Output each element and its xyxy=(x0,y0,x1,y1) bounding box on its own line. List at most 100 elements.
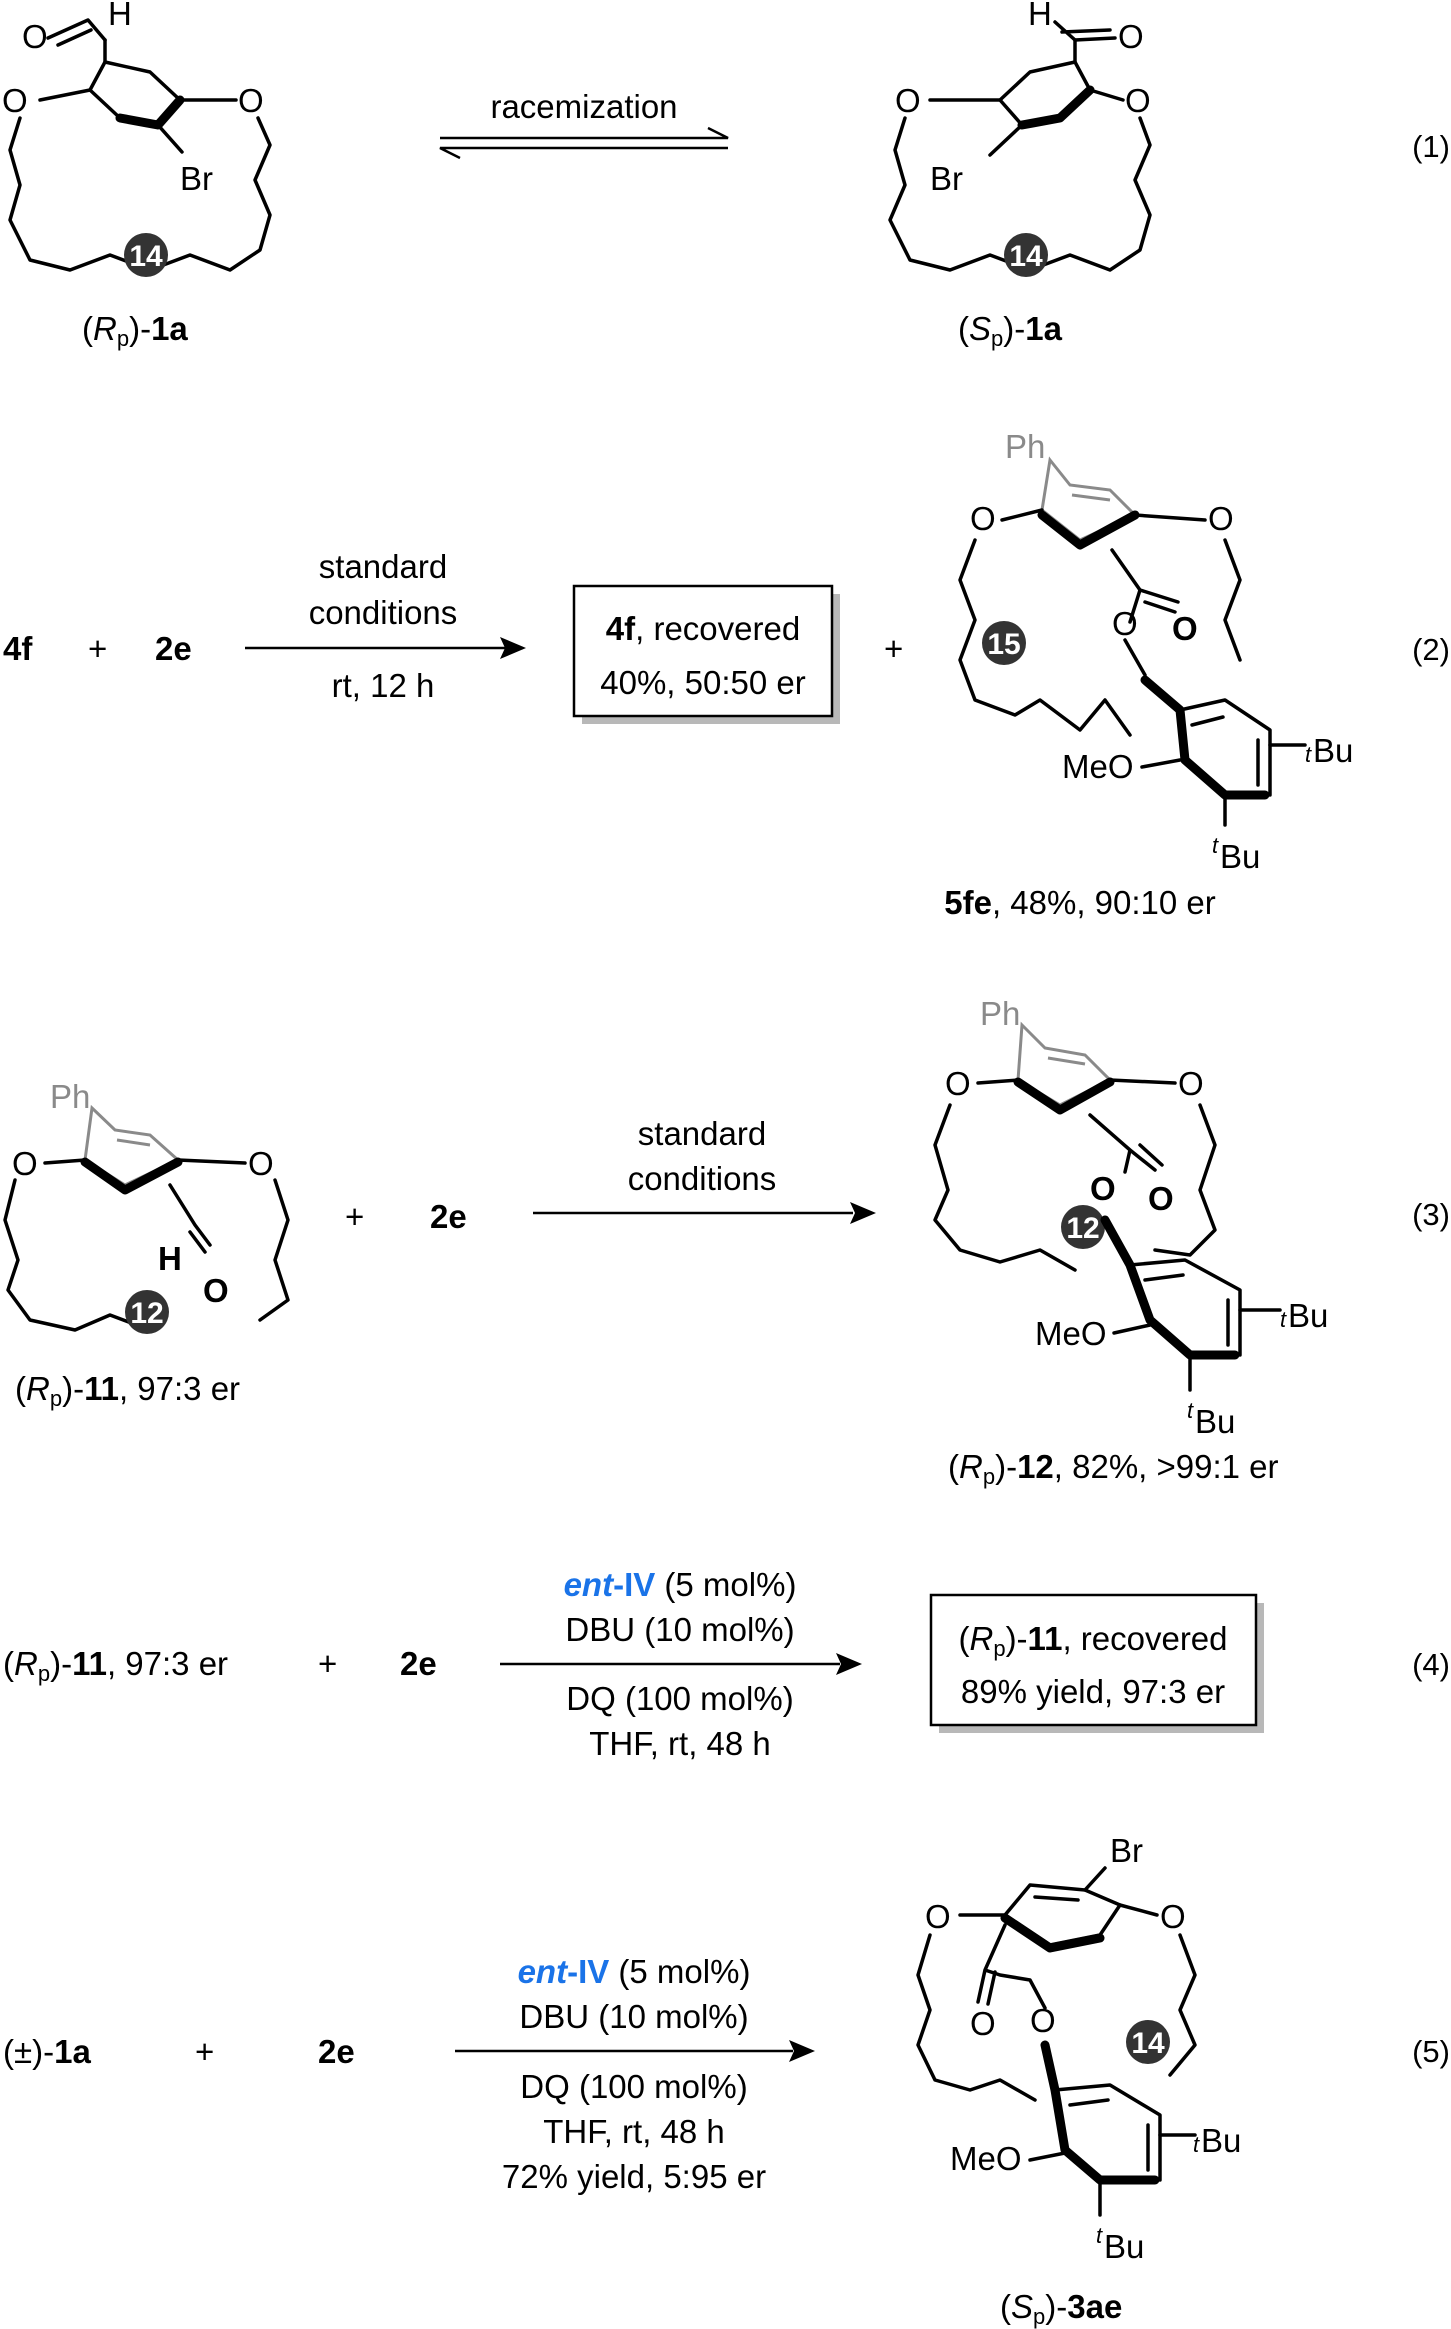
svg-text:DBU (10 mol%): DBU (10 mol%) xyxy=(565,1611,794,1648)
plus-sign: + xyxy=(318,1645,337,1682)
atom-o-right: O xyxy=(1178,1065,1204,1102)
ring-size-badge xyxy=(1126,2020,1170,2064)
molecule-rp-12: Ph O O O O 12 t Bu MeO t Bu (Rp)-12, 82%… xyxy=(933,995,1328,1489)
methoxy-label: MeO xyxy=(950,2140,1022,2177)
atom-o-carbonyl: O xyxy=(1118,18,1144,55)
atom-o-carbonyl: O xyxy=(22,18,48,55)
equation-3: Ph O O H O 12 (Rp)-11, 97:3 er + 2e stan… xyxy=(3,995,1450,1489)
reactant-2e: 2e xyxy=(318,2033,355,2070)
svg-text:89% yield, 97:3 er: 89% yield, 97:3 er xyxy=(961,1673,1225,1710)
compound-label-rp-1a: (Rp)-1a xyxy=(82,310,188,351)
equation-5: (±)-1a + 2e ent-IV (5 mol%) DBU (10 mol%… xyxy=(3,1832,1450,2329)
plus-sign: + xyxy=(345,1198,364,1235)
tbu-label: Bu xyxy=(1201,2122,1241,2159)
equation-number: (1) xyxy=(1412,129,1450,164)
atom-o-carbonyl: O xyxy=(970,2005,996,2042)
svg-text:40%, 50:50 er: 40%, 50:50 er xyxy=(600,664,805,701)
compound-label-sp-3ae: (Sp)-3ae xyxy=(1000,2288,1122,2329)
arrow-label-racemization: racemization xyxy=(490,88,677,125)
phenyl-label: Ph xyxy=(50,1078,90,1115)
svg-text:DQ (100 mol%): DQ (100 mol%) xyxy=(520,2068,747,2105)
atom-br: Br xyxy=(930,160,963,197)
compound-label-rac-1a: (±)-1a xyxy=(3,2033,91,2070)
equation-1: H O O O Br 14 (Rp)-1a racemization H O xyxy=(2,0,1450,351)
atom-h: H xyxy=(108,0,132,32)
svg-text:t: t xyxy=(1187,1398,1194,1423)
reactant-4f: 4f xyxy=(3,630,33,667)
recovered-box: 4f, recovered 40%, 50:50 er xyxy=(572,584,840,724)
svg-text:THF, rt, 48 h: THF, rt, 48 h xyxy=(589,1725,771,1762)
atom-o-left: O xyxy=(945,1065,971,1102)
atom-o-right: O xyxy=(238,82,264,119)
svg-text:14: 14 xyxy=(129,240,163,273)
molecule-5fe: Ph O O O O 15 t Bu MeO t Bu 5fe, 48% xyxy=(944,428,1353,921)
methoxy-label: MeO xyxy=(1062,748,1134,785)
atom-o-left: O xyxy=(925,1898,951,1935)
atom-o-left: O xyxy=(970,500,996,537)
atom-o-ester: O xyxy=(1112,605,1138,642)
ring-size-badge xyxy=(1004,233,1048,277)
atom-o-left: O xyxy=(2,82,28,119)
equation-4: (Rp)-11, 97:3 er + 2e ent-IV (5 mol%) DB… xyxy=(3,1566,1450,1762)
reaction-arrow: standard conditions xyxy=(533,1115,876,1224)
svg-text:DQ (100 mol%): DQ (100 mol%) xyxy=(566,1680,793,1717)
svg-text:standard: standard xyxy=(319,548,447,585)
molecule-rp-11: Ph O O H O 12 (Rp)-11, 97:3 er xyxy=(3,1078,290,1411)
svg-text:15: 15 xyxy=(987,628,1020,661)
svg-text:t: t xyxy=(1280,1307,1287,1332)
svg-text:THF, rt, 48 h: THF, rt, 48 h xyxy=(543,2113,725,2150)
svg-text:t: t xyxy=(1193,2132,1200,2157)
recovered-box: (Rp)-11, recovered 89% yield, 97:3 er xyxy=(929,1593,1264,1733)
svg-text:72% yield, 5:95 er: 72% yield, 5:95 er xyxy=(502,2158,766,2195)
reactant-2e: 2e xyxy=(155,630,192,667)
tbu-label: Bu xyxy=(1220,838,1260,875)
atom-o-right: O xyxy=(1208,500,1234,537)
svg-text:standard: standard xyxy=(638,1115,766,1152)
equilibrium-arrow: racemization xyxy=(439,88,729,160)
svg-text:DBU (10 mol%): DBU (10 mol%) xyxy=(519,1998,748,2035)
atom-h: H xyxy=(158,1240,182,1277)
molecule-sp-1a: H O O O Br 14 (Sp)-1a xyxy=(888,0,1152,351)
equation-number: (4) xyxy=(1412,1647,1450,1682)
svg-text:conditions: conditions xyxy=(309,594,458,631)
reaction-arrow: standard conditions rt, 12 h xyxy=(245,548,526,704)
svg-text:conditions: conditions xyxy=(628,1160,777,1197)
atom-o-carbonyl: O xyxy=(1148,1180,1174,1217)
tbu-label: Bu xyxy=(1104,2228,1144,2265)
svg-text:(Rp)-11, recovered: (Rp)-11, recovered xyxy=(958,1620,1227,1661)
methoxy-label: MeO xyxy=(1035,1315,1107,1352)
phenyl-label: Ph xyxy=(980,995,1020,1032)
ring-size-badge xyxy=(124,233,168,277)
reactant-2e: 2e xyxy=(430,1198,467,1235)
catalyst-label: ent-IV (5 mol%) xyxy=(564,1566,797,1603)
svg-text:t: t xyxy=(1212,833,1219,858)
plus-sign: + xyxy=(195,2033,214,2070)
atom-o-right: O xyxy=(248,1145,274,1182)
molecule-rp-1a: H O O O Br 14 (Rp)-1a xyxy=(2,0,272,351)
equation-number: (3) xyxy=(1412,1197,1450,1232)
atom-br: Br xyxy=(1110,1832,1143,1869)
tbu-label: Bu xyxy=(1313,732,1353,769)
svg-text:12: 12 xyxy=(1066,1212,1099,1245)
svg-text:rt, 12 h: rt, 12 h xyxy=(332,667,435,704)
compound-label-rp-11: (Rp)-11, 97:3 er xyxy=(3,1645,228,1686)
equation-2: 4f + 2e standard conditions rt, 12 h 4f,… xyxy=(3,428,1450,921)
svg-text:t: t xyxy=(1305,742,1312,767)
compound-label-rp-12: (Rp)-12, 82%, >99:1 er xyxy=(948,1448,1279,1489)
atom-o-ester: O xyxy=(1030,2002,1056,2039)
atom-o-left: O xyxy=(895,82,921,119)
svg-text:14: 14 xyxy=(1131,2027,1165,2060)
plus-sign: + xyxy=(88,630,107,667)
ring-size-badge xyxy=(125,1290,169,1334)
compound-label-5fe: 5fe, 48%, 90:10 er xyxy=(944,884,1216,921)
atom-h: H xyxy=(1028,0,1052,32)
compound-label-rp-11: (Rp)-11, 97:3 er xyxy=(15,1370,240,1411)
svg-text:12: 12 xyxy=(130,1297,163,1330)
ring-size-badge xyxy=(982,621,1026,665)
svg-text:4f, recovered: 4f, recovered xyxy=(606,610,800,647)
reactant-2e: 2e xyxy=(400,1645,437,1682)
atom-o-aldehyde: O xyxy=(203,1272,229,1309)
tbu-label: Bu xyxy=(1288,1297,1328,1334)
atom-o-right: O xyxy=(1125,82,1151,119)
